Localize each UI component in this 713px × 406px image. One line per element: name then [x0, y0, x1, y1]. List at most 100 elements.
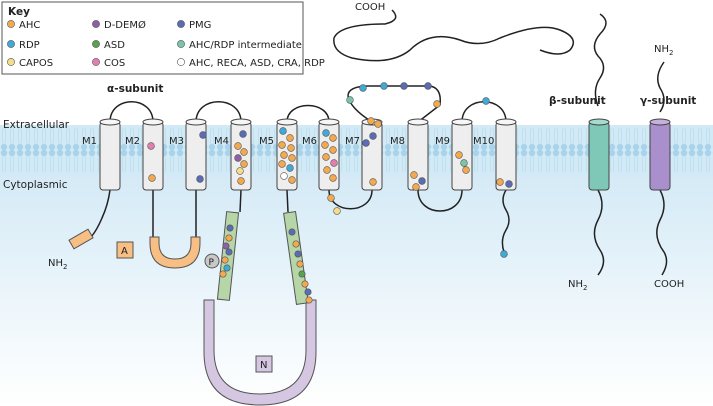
mutation-dot: [369, 178, 377, 186]
alpha-cooh-label: COOH: [355, 2, 385, 13]
mutation-dot: [286, 134, 294, 142]
svg-text:M5: M5: [259, 136, 274, 147]
beta-subunit: β-subunit NH2: [549, 95, 610, 292]
a-domain: A: [116, 236, 201, 269]
legend-item-cos: COS: [92, 58, 125, 69]
loop-m2-m3: [152, 190, 197, 237]
mutation-dot: [305, 296, 313, 304]
mutation-dot: [239, 130, 247, 138]
gamma-subunit-label: γ-subunit: [640, 95, 696, 107]
mutation-dot: [287, 144, 295, 152]
svg-text:M4: M4: [214, 136, 229, 147]
mutation-dot: [362, 139, 370, 147]
beta-subunit-label: β-subunit: [549, 95, 606, 107]
loop-m7-m8: [347, 85, 442, 123]
mutation-dot: [199, 131, 207, 139]
mutation-dot: [148, 174, 156, 182]
helix-m7: M7: [345, 118, 383, 191]
svg-text:M6: M6: [302, 136, 317, 147]
mutation-dot: [288, 176, 296, 184]
gamma-subunit: γ-subunit NH2 COOH: [640, 44, 696, 290]
svg-text:M8: M8: [390, 136, 405, 147]
a-domain-label-box: [116, 241, 134, 259]
alpha-nh2-label: NH2: [48, 258, 67, 271]
svg-text:M3: M3: [169, 136, 184, 147]
mutation-dot: [359, 84, 367, 92]
mutation-dot: [412, 183, 420, 191]
loop-m8-m9: [417, 189, 463, 212]
svg-text:M2: M2: [125, 136, 140, 147]
mutation-dot: [400, 82, 408, 90]
helix-m10: M10: [473, 118, 517, 191]
p-domain: P: [204, 211, 309, 305]
n-domain: N: [203, 299, 317, 406]
svg-text:M9: M9: [435, 136, 450, 147]
m4-to-p: [239, 189, 242, 213]
mutation-dot: [298, 270, 306, 278]
mutation-dot: [237, 177, 245, 185]
mutation-dot: [280, 151, 288, 159]
beta-cytoplasmic-tail: [593, 189, 605, 276]
cytoplasm-region: [0, 172, 713, 406]
legend: Key AHC D-DEMØ PMG RDP ASD AHC/RDP inter…: [1, 1, 325, 75]
mutation-dot: [288, 228, 296, 236]
svg-text:AHC: AHC: [19, 20, 40, 31]
mutation-dot: [278, 141, 286, 149]
mutation-dot: [505, 180, 513, 188]
mutation-dot: [196, 175, 204, 183]
mutation-dot: [219, 270, 227, 278]
mutation-dot: [280, 172, 288, 180]
mutation-sites: [147, 82, 513, 304]
legend-item-asd: ASD: [92, 40, 125, 51]
mutation-dot: [500, 250, 508, 258]
mutation-dot: [380, 82, 388, 90]
mutation-dot: [369, 132, 377, 140]
mutation-dot: [221, 256, 229, 264]
mutation-dot: [296, 260, 304, 268]
loop-m3-m4: [195, 101, 242, 123]
mutation-dot: [418, 177, 426, 185]
alpha-subunit-label: α-subunit: [107, 83, 163, 95]
mutation-dot: [424, 82, 432, 90]
mutation-dot: [234, 142, 242, 150]
mutation-dot: [346, 96, 354, 104]
legend-item-rdp: RDP: [7, 40, 40, 51]
mutation-dot: [147, 142, 155, 150]
legend-item-d-demo: D-DEMØ: [92, 19, 146, 31]
n-term-tail: [89, 189, 111, 239]
mutation-dot: [226, 224, 234, 232]
mutation-dot: [234, 154, 242, 162]
mutation-dot: [329, 134, 337, 142]
mutation-dot: [460, 159, 468, 167]
mutation-dot: [367, 117, 375, 125]
gamma-extracellular-tail: [657, 61, 665, 113]
loop-m9-m10: [461, 101, 507, 123]
mutation-dot: [455, 151, 463, 159]
mutation-dot: [433, 100, 441, 108]
mutation-dot: [222, 242, 230, 250]
n-term-segment: [68, 228, 94, 250]
mutation-dot: [496, 178, 504, 186]
mutation-dot: [225, 248, 233, 256]
mutation-dot: [288, 154, 296, 162]
p-segment-right: [283, 211, 309, 305]
helix-m1: M1: [82, 118, 121, 191]
legend-item-capos: CAPOS: [7, 58, 53, 69]
mutation-dot: [322, 153, 330, 161]
mutation-dot: [321, 141, 329, 149]
mutation-dot: [330, 159, 338, 167]
phospho-site: [204, 253, 220, 269]
helix-m3: M3: [169, 118, 207, 191]
legend-item-ahc-rdp-intermediate: AHC/RDP intermediate: [177, 40, 302, 51]
svg-text:AHC/RDP intermediate: AHC/RDP intermediate: [189, 40, 302, 51]
n-domain-label-box: [255, 355, 273, 373]
mutation-dot: [333, 207, 341, 215]
extracellular-label: Extracellular: [3, 119, 70, 131]
svg-text:D-DEMØ: D-DEMØ: [104, 19, 146, 31]
mutation-dot: [240, 160, 248, 168]
svg-text:CAPOS: CAPOS: [19, 58, 53, 69]
svg-text:PMG: PMG: [189, 20, 211, 31]
m5-down: [286, 189, 289, 213]
svg-text:M7: M7: [345, 136, 360, 147]
svg-text:AHC, RECA, ASD, CRA, RDP: AHC, RECA, ASD, CRA, RDP: [189, 58, 325, 69]
